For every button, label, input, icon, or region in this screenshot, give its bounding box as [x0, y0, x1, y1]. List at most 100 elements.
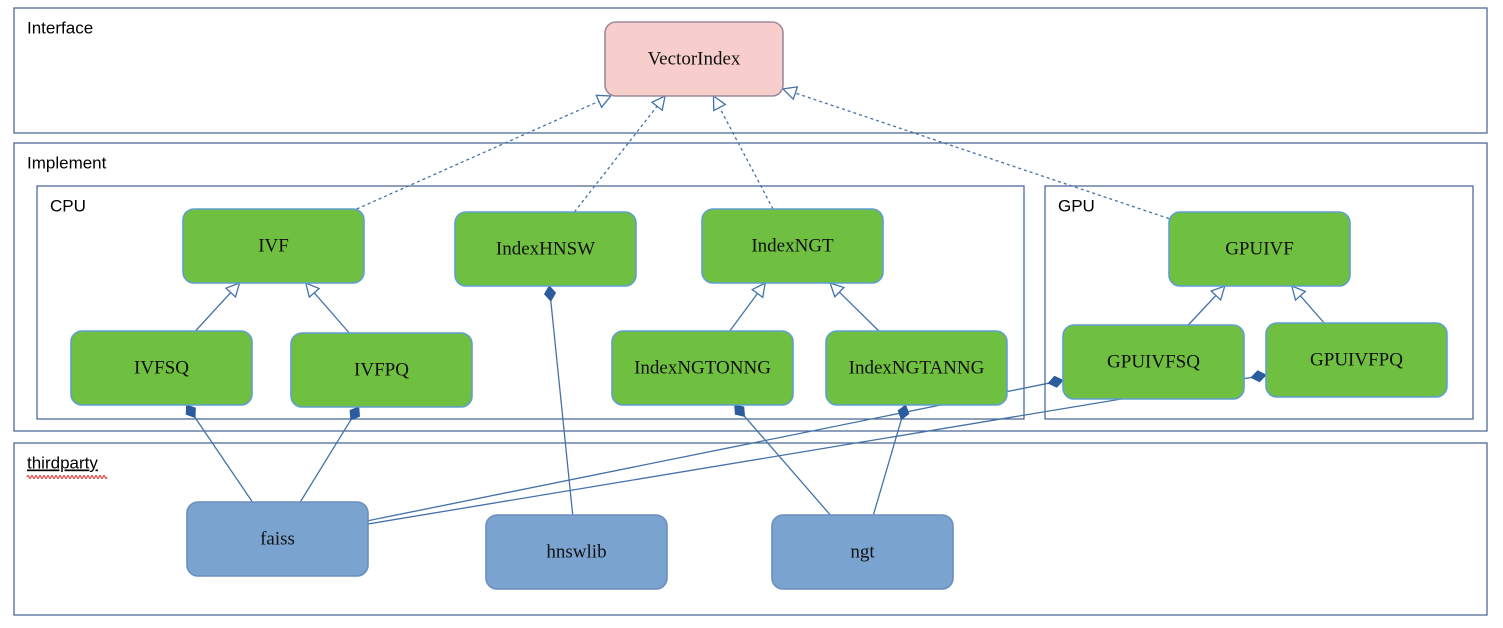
edge-line-gpuivfpq-gpuivf [1299, 294, 1325, 324]
edge-ngt-indexngtonng [734, 404, 831, 516]
generalization-arrowhead-ivfsq-ivf [224, 281, 241, 299]
node-gpuivfsq[interactable]: GPUIVFSQ [1062, 324, 1245, 400]
composition-diamond-ngt-indexngtonng [734, 404, 746, 417]
generalization-arrowhead-ivfpq-ivf [304, 281, 321, 299]
node-label-faiss: faiss [260, 528, 295, 549]
node-ivfsq[interactable]: IVFSQ [70, 330, 253, 406]
realization-arrowhead-gpuivf-vectorindex [781, 86, 799, 101]
edge-hnswlib-indexhnsw [543, 285, 574, 516]
node-label-indexngtonng: IndexNGTONNG [634, 357, 771, 378]
node-indexhnsw[interactable]: IndexHNSW [454, 211, 637, 287]
node-label-ivf: IVF [258, 235, 289, 256]
edge-indexngt-vectorindex [712, 94, 774, 210]
edge-faiss-gpuivfsq [367, 375, 1064, 522]
edge-indexngtonng-indexngt [729, 281, 767, 332]
edge-line-faiss-ivfsq [193, 416, 253, 503]
node-box-gpuivfpq[interactable] [1265, 322, 1448, 398]
composition-diamond-faiss-gpuivfpq [1250, 370, 1267, 383]
node-box-gpuivfsq[interactable] [1062, 324, 1245, 400]
edge-ivfsq-ivf [194, 281, 241, 332]
group-label-interface: Interface [27, 18, 93, 37]
edge-line-ngt-indexngtonng [743, 415, 831, 516]
node-box-ivf[interactable] [182, 208, 365, 284]
edge-faiss-ivfsq [185, 404, 253, 503]
edge-line-faiss-gpuivfsq [367, 382, 1050, 522]
node-box-vectorindex[interactable] [604, 21, 784, 97]
node-gpuivfpq[interactable]: GPUIVFPQ [1265, 322, 1448, 398]
node-label-indexngt: IndexNGT [751, 235, 834, 256]
edge-line-ivfpq-ivf [313, 291, 350, 334]
edge-gpuivfpq-gpuivf [1290, 284, 1325, 324]
edge-ivfpq-ivf [304, 281, 350, 334]
node-label-gpuivfpq: GPUIVFPQ [1310, 349, 1403, 370]
node-indexngtonng[interactable]: IndexNGTONNG [611, 330, 794, 406]
node-label-ivfsq: IVFSQ [134, 357, 189, 378]
composition-diamond-faiss-ivfpq [349, 406, 361, 421]
edge-line-ngt-indexngtanng [872, 418, 903, 516]
spellcheck-underline-thirdparty [26, 474, 108, 480]
node-box-indexhnsw[interactable] [454, 211, 637, 287]
edge-line-indexngtonng-indexngt [729, 292, 759, 332]
node-box-ivfsq[interactable] [70, 330, 253, 406]
composition-diamond-hnswlib-indexhnsw [543, 285, 557, 302]
node-gpuivf[interactable]: GPUIVF [1168, 211, 1351, 287]
node-vectorindex[interactable]: VectorIndex [604, 21, 784, 97]
edges-layer [185, 86, 1325, 525]
edge-ivf-vectorindex [356, 94, 613, 210]
realization-arrowhead-ivf-vectorindex [595, 94, 613, 109]
edge-line-faiss-gpuivfpq [367, 376, 1253, 525]
node-indexngt[interactable]: IndexNGT [701, 208, 884, 284]
node-label-indexngtanng: IndexNGTANNG [849, 357, 985, 378]
node-box-hnswlib[interactable] [485, 514, 668, 590]
node-label-gpuivfsq: GPUIVFSQ [1107, 351, 1200, 372]
node-box-faiss[interactable] [186, 501, 369, 577]
group-label-cpu: CPU [50, 196, 86, 215]
node-label-ngt: ngt [850, 541, 875, 562]
node-label-vectorindex: VectorIndex [648, 48, 741, 69]
generalization-arrowhead-gpuivfsq-gpuivf [1209, 284, 1226, 302]
edge-line-indexngtanng-indexngt [838, 290, 880, 332]
edge-faiss-ivfpq [299, 406, 361, 503]
realization-arrowhead-indexngt-vectorindex [712, 94, 727, 112]
edge-gpuivf-vectorindex [781, 86, 1170, 220]
edge-faiss-gpuivfpq [367, 370, 1267, 525]
generalization-arrowhead-indexngtonng-indexngt [751, 281, 767, 299]
generalization-arrowhead-gpuivfpq-gpuivf [1290, 284, 1307, 302]
node-ivfpq[interactable]: IVFPQ [290, 332, 473, 408]
node-indexngtanng[interactable]: IndexNGTANNG [825, 330, 1008, 406]
edge-line-gpuivfsq-gpuivf [1187, 294, 1218, 326]
edge-line-hnswlib-indexhnsw [550, 299, 574, 516]
group-label-thirdparty: thirdparty [27, 453, 98, 472]
node-hnswlib[interactable]: hnswlib [485, 514, 668, 590]
node-box-ivfpq[interactable] [290, 332, 473, 408]
node-faiss[interactable]: faiss [186, 501, 369, 577]
edge-line-indexhnsw-vectorindex [573, 105, 659, 213]
edge-line-ivf-vectorindex [356, 100, 601, 210]
node-box-gpuivf[interactable] [1168, 211, 1351, 287]
realization-arrowhead-indexhnsw-vectorindex [650, 94, 666, 112]
group-label-gpu: GPU [1058, 196, 1095, 215]
edge-line-faiss-ivfpq [299, 418, 352, 503]
edge-line-ivfsq-ivf [194, 291, 232, 332]
generalization-arrowhead-indexngtanng-indexngt [829, 281, 846, 298]
node-box-ngt[interactable] [771, 514, 954, 590]
node-ngt[interactable]: ngt [771, 514, 954, 590]
node-box-indexngt[interactable] [701, 208, 884, 284]
edge-indexngtanng-indexngt [829, 281, 880, 332]
edge-gpuivfsq-gpuivf [1187, 284, 1226, 326]
node-label-gpuivf: GPUIVF [1225, 238, 1294, 259]
node-box-indexngtanng[interactable] [825, 330, 1008, 406]
node-label-indexhnsw: IndexHNSW [496, 238, 595, 259]
node-ivf[interactable]: IVF [182, 208, 365, 284]
composition-diamond-faiss-ivfsq [185, 404, 196, 419]
node-box-indexngtonng[interactable] [611, 330, 794, 406]
edge-ngt-indexngtanng [872, 404, 910, 516]
edge-line-indexngt-vectorindex [718, 106, 774, 210]
edge-indexhnsw-vectorindex [573, 94, 666, 213]
group-label-implement: Implement [27, 153, 107, 172]
node-label-ivfpq: IVFPQ [354, 359, 409, 380]
composition-diamond-faiss-gpuivfsq [1047, 375, 1064, 388]
